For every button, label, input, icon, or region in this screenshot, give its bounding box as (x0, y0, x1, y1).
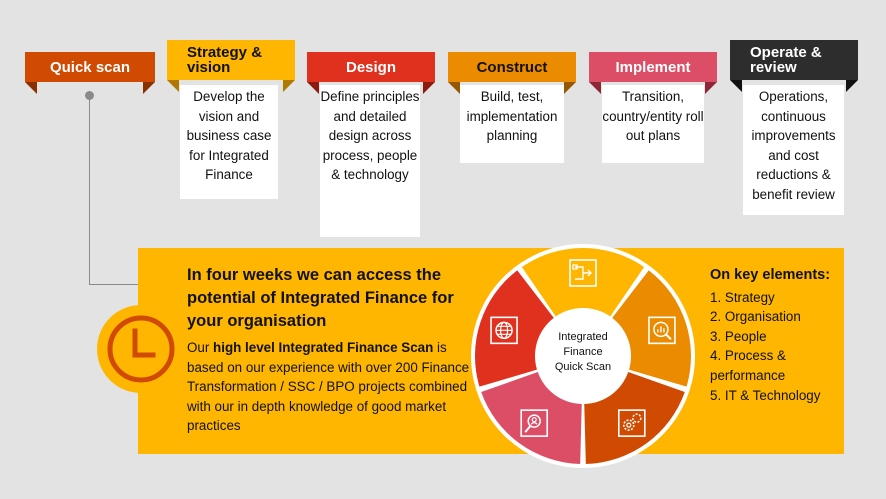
banner-fold-left (167, 80, 179, 92)
quick-scan-wheel: Integrated Finance Quick Scan (471, 244, 695, 468)
wheel-center-label-2: Finance (563, 346, 602, 358)
wheel-segment (584, 372, 685, 464)
banner-fold-right (564, 82, 576, 94)
phase-operate-banner: Operate & review (730, 40, 858, 80)
wheel-center-label-3: Quick Scan (555, 361, 611, 373)
banner-fold-left (448, 82, 460, 94)
phase-implement-card: Transition, country/entity roll out plan… (602, 85, 704, 163)
connector-line-vertical (89, 96, 90, 285)
wheel-segment (521, 248, 645, 317)
banner-fold-left (730, 80, 742, 92)
clock-icon (107, 315, 175, 383)
banner-fold-right (283, 80, 295, 92)
banner-fold-right (423, 82, 435, 94)
panel-body: Our high level Integrated Finance Scan i… (187, 338, 477, 436)
connector-dot (85, 91, 94, 100)
key-element-item: 2. Organisation (710, 309, 801, 325)
phase-strategy-banner: Strategy & vision (167, 40, 295, 80)
panel-body-suffix: is based on our experience with over 200… (187, 340, 470, 434)
key-element-item: 4. Process & performance (710, 348, 786, 383)
people-search-icon (520, 409, 549, 437)
banner-fold-left (307, 82, 319, 94)
phase-construct-banner: Construct (448, 52, 576, 82)
banner-fold-right (705, 82, 717, 94)
phase-design: Design (307, 52, 435, 94)
key-elements-list: 1. Strategy 2. Organisation 3. People 4.… (710, 288, 840, 406)
phase-implement-banner: Implement (589, 52, 717, 82)
analytics-icon (648, 316, 676, 345)
panel-body-prefix: Our (187, 340, 214, 355)
phase-strategy-card: Develop the vision and business case for… (180, 85, 278, 199)
banner-fold-right (143, 82, 155, 94)
key-elements-title: On key elements: (710, 267, 831, 283)
key-element-item: 3. People (710, 328, 767, 344)
connector-line-horizontal (89, 284, 139, 285)
banner-fold-left (589, 82, 601, 94)
phase-strategy: Strategy & vision (167, 40, 295, 92)
wheel-center-label-1: Integrated (558, 331, 608, 343)
phase-operate-card: Operations, continuous improvements and … (743, 85, 844, 215)
panel-body-bold: high level Integrated Finance Scan (213, 340, 434, 355)
phase-quick-scan-banner: Quick scan (25, 52, 155, 82)
wheel-center (539, 312, 627, 400)
phase-construct-card: Build, test, implementation planning (460, 85, 564, 163)
clock-badge (97, 305, 185, 393)
phase-implement: Implement (589, 52, 717, 94)
key-elements: On key elements: 1. Strategy 2. Organisa… (710, 266, 840, 405)
banner-fold-right (846, 80, 858, 92)
key-element-item: 5. IT & Technology (710, 387, 821, 403)
phase-operate: Operate & review (730, 40, 858, 92)
wheel-segment (481, 372, 582, 464)
phase-construct: Construct (448, 52, 576, 94)
phase-design-card: Define principles and detailed design ac… (320, 85, 420, 237)
wheel-segment (612, 270, 691, 387)
wheel-segment (475, 270, 554, 387)
wheel-segments (475, 248, 691, 464)
banner-fold-left (25, 82, 37, 94)
panel-headline: In four weeks we can access the potentia… (187, 266, 454, 330)
key-element-item: 1. Strategy (710, 289, 775, 305)
phase-quick-scan: Quick scan (25, 52, 155, 94)
phase-design-banner: Design (307, 52, 435, 82)
globe-icon (490, 316, 518, 345)
process-flow-icon (569, 259, 597, 287)
